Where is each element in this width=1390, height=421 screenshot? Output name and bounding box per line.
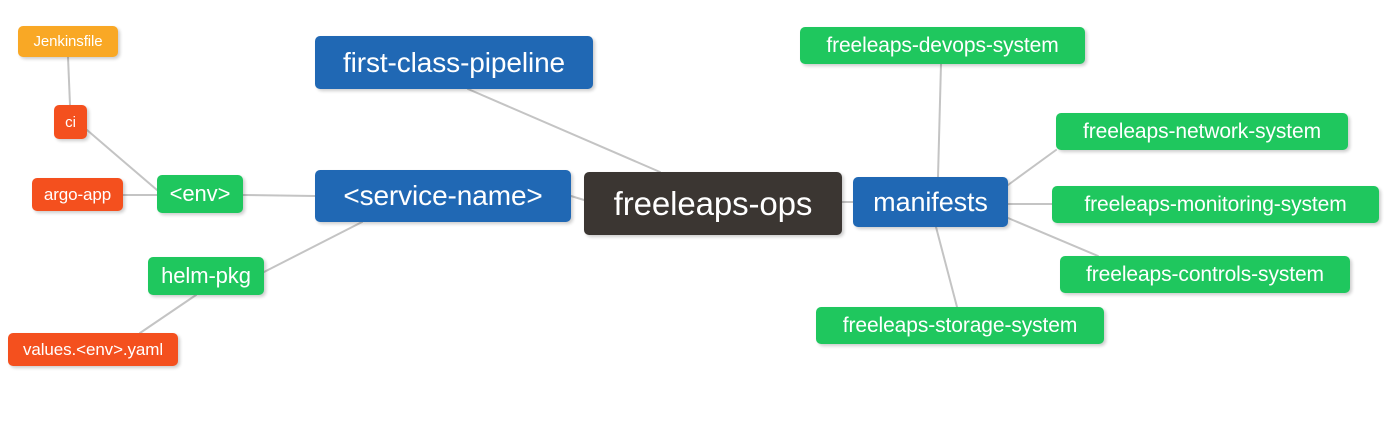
edge-e-values-helm (139, 294, 197, 334)
node-label-freeleaps-storage-system: freeleaps-storage-system (842, 314, 1078, 337)
node-label-service-name: <service-name> (343, 180, 543, 211)
node-freeleaps-devops-system[interactable]: freeleaps-devops-system (800, 27, 1085, 64)
node-label-env: <env> (169, 181, 231, 206)
node-label-freeleaps-controls-system: freeleaps-controls-system (1086, 263, 1324, 286)
node-freeleaps-network-system[interactable]: freeleaps-network-system (1056, 113, 1348, 150)
edge-e-manifests-controls (1007, 217, 1099, 257)
node-ci[interactable]: ci (54, 105, 87, 139)
edge-e-manifests-devops (937, 63, 942, 178)
edge-e-jenkinsfile-ci (67, 56, 71, 106)
node-label-first-class-pipeline: first-class-pipeline (342, 46, 566, 78)
node-env[interactable]: <env> (157, 175, 243, 213)
edge-e-manifests-storage (935, 226, 958, 308)
node-label-values-env-yaml: values.<env>.yaml (22, 340, 164, 359)
edge-e-helm-service (263, 221, 363, 273)
edge-e-service-ops (570, 195, 585, 201)
node-label-freeleaps-ops: freeleaps-ops (613, 185, 813, 222)
node-freeleaps-controls-system[interactable]: freeleaps-controls-system (1060, 256, 1350, 293)
edge-e-pipeline-ops (467, 88, 661, 173)
node-first-class-pipeline[interactable]: first-class-pipeline (315, 36, 593, 89)
node-freeleaps-storage-system[interactable]: freeleaps-storage-system (816, 307, 1104, 344)
node-label-freeleaps-monitoring-system: freeleaps-monitoring-system (1084, 193, 1347, 216)
node-label-freeleaps-network-system: freeleaps-network-system (1082, 120, 1321, 143)
node-manifests[interactable]: manifests (853, 177, 1008, 227)
edge-e-manifests-network (1007, 149, 1057, 186)
edge-e-env-service (242, 194, 316, 197)
node-freeleaps-monitoring-system[interactable]: freeleaps-monitoring-system (1052, 186, 1379, 223)
node-jenkinsfile[interactable]: Jenkinsfile (18, 26, 118, 57)
node-label-argo-app: argo-app (43, 185, 112, 204)
node-label-helm-pkg: helm-pkg (161, 263, 251, 288)
node-argo-app[interactable]: argo-app (32, 178, 123, 211)
node-label-jenkinsfile: Jenkinsfile (33, 33, 103, 50)
node-label-freeleaps-devops-system: freeleaps-devops-system (826, 34, 1059, 57)
node-label-ci: ci (65, 113, 76, 131)
node-label-manifests: manifests (873, 186, 988, 217)
node-helm-pkg[interactable]: helm-pkg (148, 257, 264, 295)
node-values-env-yaml[interactable]: values.<env>.yaml (8, 333, 178, 366)
node-freeleaps-ops[interactable]: freeleaps-ops (584, 172, 842, 235)
node-service-name[interactable]: <service-name> (315, 170, 571, 222)
